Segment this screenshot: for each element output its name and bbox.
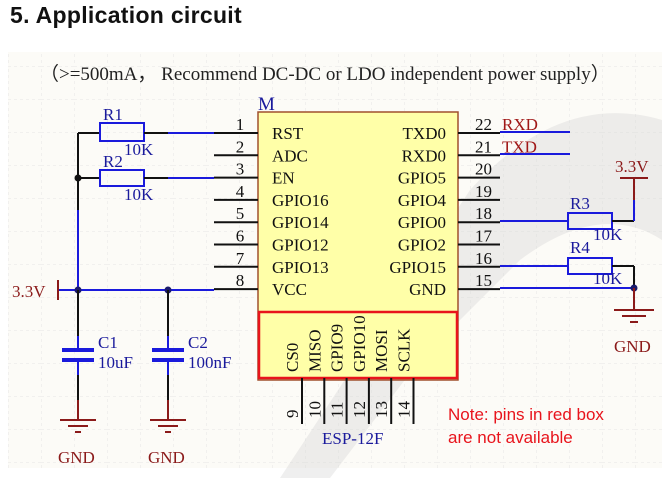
pin-name-14: SCLK	[395, 328, 414, 372]
pin-number-17: 17	[475, 227, 493, 246]
pin-name-21: RXD0	[402, 146, 446, 165]
pin-name-13: MOSI	[372, 329, 391, 372]
pin-name-4: GPIO16	[272, 191, 329, 210]
pin-name-8: VCC	[272, 280, 307, 299]
pin-name-5: GPIO14	[272, 213, 329, 232]
pin-name-12: GPIO10	[350, 315, 369, 372]
pin-number-10: 10	[305, 401, 324, 418]
pin-number-21: 21	[475, 137, 492, 156]
pin-name-3: EN	[272, 169, 295, 188]
power-label-left: 3.3V	[12, 282, 46, 301]
pin-number-12: 12	[350, 401, 369, 418]
pin-name-16: GPIO15	[389, 258, 446, 277]
right-network	[500, 131, 654, 323]
pin-number-9: 9	[283, 410, 302, 419]
net-label-txd: TXD	[502, 137, 537, 156]
pin-number-13: 13	[372, 401, 391, 418]
supply-note: （>=500mA， Recommend DC-DC or LDO indepen…	[40, 63, 610, 85]
unavailable-pins-box	[257, 310, 459, 380]
gnd-label-c1: GND	[58, 448, 95, 467]
left-network	[57, 122, 214, 433]
pin-number-20: 20	[475, 160, 492, 179]
schematic: （>=500mA， Recommend DC-DC or LDO indepen…	[8, 52, 662, 478]
pin-number-14: 14	[395, 401, 414, 419]
r2-ref: R2	[103, 152, 123, 171]
module-body	[257, 111, 459, 381]
module-designator: M	[258, 94, 275, 115]
c1-ref: C1	[98, 333, 118, 352]
gnd-label-right: GND	[614, 337, 651, 356]
pin-number-2: 2	[236, 137, 245, 156]
r3-ref: R3	[570, 194, 590, 213]
pin-name-7: GPIO13	[272, 258, 329, 277]
c1-value: 10uF	[98, 353, 133, 372]
pin-name-15: GND	[409, 280, 446, 299]
c2-ref: C2	[188, 333, 208, 352]
r4-ref: R4	[570, 238, 590, 257]
pin-name-19: GPIO4	[398, 191, 447, 210]
pin-name-18: GPIO0	[398, 213, 446, 232]
pin-number-4: 4	[236, 182, 245, 201]
pin-name-22: TXD0	[403, 124, 446, 143]
pin-name-20: GPIO5	[398, 169, 446, 188]
pin-number-22: 22	[475, 115, 492, 134]
power-label-right: 3.3V	[615, 157, 649, 176]
pin-number-11: 11	[328, 402, 347, 418]
pin-name-2: ADC	[272, 146, 308, 165]
r2-value: 10K	[124, 185, 154, 204]
pin-number-7: 7	[236, 249, 245, 268]
module-name: ESP-12F	[322, 429, 383, 448]
gnd-label-c2: GND	[148, 448, 185, 467]
r1-value: 10K	[124, 140, 154, 159]
r3-value: 10K	[593, 225, 623, 244]
pin-number-1: 1	[236, 115, 245, 134]
pin-name-11: GPIO9	[328, 324, 347, 372]
pin-number-15: 15	[475, 271, 492, 290]
pin-number-19: 19	[475, 182, 492, 201]
pin-number-5: 5	[236, 204, 245, 223]
note-line-2: are not available	[448, 428, 573, 447]
pin-name-6: GPIO12	[272, 236, 329, 255]
watermark	[280, 113, 662, 478]
pin-number-3: 3	[236, 160, 245, 179]
page-title: 5. Application circuit	[10, 2, 242, 28]
pin-number-18: 18	[475, 204, 492, 223]
c2-value: 100nF	[188, 353, 231, 372]
pin-name-17: GPIO2	[398, 236, 446, 255]
pin-name-1: RST	[272, 124, 304, 143]
pin-name-10: MISO	[305, 329, 324, 372]
r1-ref: R1	[103, 105, 123, 124]
pin-name-9: CS0	[283, 343, 302, 372]
pin-number-8: 8	[236, 271, 245, 290]
pin-number-6: 6	[236, 227, 245, 246]
pin-number-16: 16	[475, 249, 492, 268]
note-line-1: Note: pins in red box	[448, 405, 604, 424]
r4-value: 10K	[593, 269, 623, 288]
net-label-rxd: RXD	[502, 115, 538, 134]
